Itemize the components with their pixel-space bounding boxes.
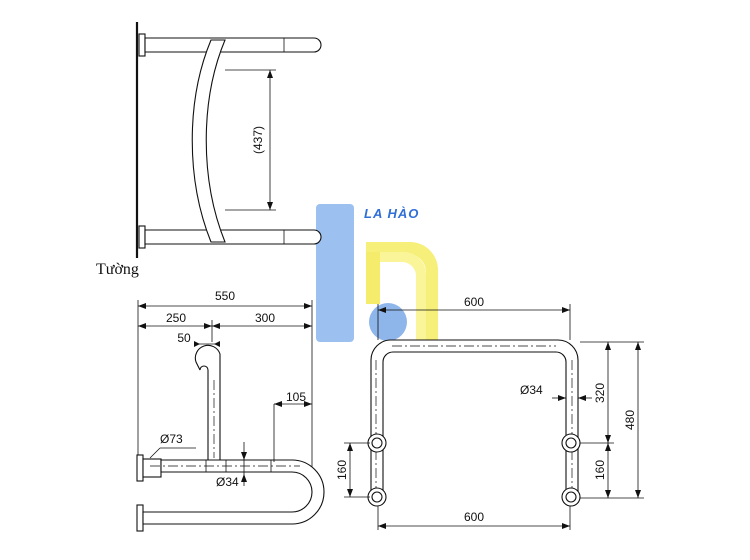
top-view-flange-upper-base [142, 458, 162, 478]
dim-label-300: 300 [255, 311, 275, 325]
curved-connector [191, 39, 226, 243]
logo-brand-text: LA HÀO [364, 206, 419, 221]
leader-front-34-arrows [558, 395, 586, 401]
dim-label-160-right: 160 [593, 460, 607, 480]
dim-label-437: (437) [251, 126, 265, 154]
top-view-flange-upper [136, 454, 144, 482]
dim-arrows-50 [194, 341, 220, 347]
dim-label-250: 250 [166, 311, 186, 325]
front-view: 600 Ø34 320 160 480 [335, 295, 644, 530]
dim-label-front-34: Ø34 [520, 383, 543, 397]
wall-label: Tường [96, 261, 139, 278]
top-flange [138, 33, 146, 57]
leader-34-arrows [241, 452, 247, 482]
u-shaped-pipe [142, 459, 325, 525]
dim-label-480: 480 [623, 410, 637, 430]
top-view: 550 250 300 50 105 Ø73 Ø34 [136, 289, 325, 532]
dim-label-600-top: 600 [464, 295, 484, 309]
logo-blue-circle [369, 303, 407, 341]
front-flange-lower-right-inner [565, 491, 577, 503]
dim-label-top-34: Ø34 [216, 475, 239, 489]
front-flange-upper-right-inner [565, 437, 577, 449]
vertical-arm [194, 344, 221, 461]
top-view-flange-lower [136, 504, 144, 532]
dim-label-160-left: 160 [335, 460, 349, 480]
side-view: (437) Tường [96, 22, 322, 278]
dim-arrows-105 [274, 401, 312, 407]
dim-label-73: Ø73 [160, 432, 183, 446]
dim-label-105: 105 [286, 390, 306, 404]
logo-yellow-bar [366, 252, 380, 304]
dim-label-320: 320 [593, 383, 607, 403]
bottom-flange [138, 225, 146, 249]
top-pipe [144, 37, 322, 53]
watermark-logo: LA HÀO [316, 204, 438, 342]
logo-blue-bar [316, 204, 354, 342]
u-frame [370, 339, 579, 499]
front-flange-upper-left-inner [371, 437, 383, 449]
dim-label-50: 50 [177, 331, 191, 345]
leader-73-tail [149, 447, 161, 459]
bottom-pipe [144, 229, 322, 245]
front-flange-lower-left-inner [371, 491, 383, 503]
dim-label-600-bottom: 600 [464, 510, 484, 524]
dim-label-550: 550 [215, 289, 235, 303]
